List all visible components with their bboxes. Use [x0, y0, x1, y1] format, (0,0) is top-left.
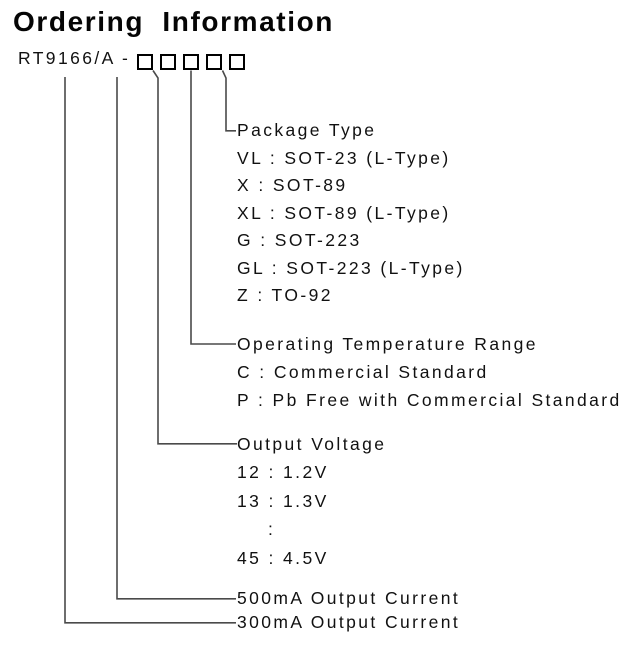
- voltage-heading: Output Voltage: [237, 433, 387, 454]
- connector-line-package-type: [221, 70, 236, 132]
- part-digit-box-5: [229, 54, 245, 70]
- part-number-prefix: RT9166/A -: [18, 48, 131, 68]
- page-title: Ordering Information: [13, 6, 334, 37]
- current-300ma-label: 300mA Output Current: [237, 612, 461, 632]
- connector-line-300ma: [64, 77, 236, 624]
- voltage-option: 45 : 4.5V: [237, 547, 329, 568]
- part-digit-box-4: [206, 54, 222, 70]
- package-option: Z : TO-92: [237, 285, 333, 305]
- output-voltage-callout: Output Voltage 12 : 1.2V 13 : 1.3V : 45 …: [237, 430, 386, 573]
- temperature-option: P : Pb Free with Commercial Standard: [237, 390, 622, 410]
- package-type-heading: Package Type: [237, 120, 377, 140]
- package-option: G : SOT-223: [237, 230, 362, 250]
- package-type-callout: Package Type VL : SOT-23 (L-Type) X : SO…: [237, 117, 465, 310]
- voltage-option: 12 : 1.2V: [237, 462, 329, 483]
- voltage-ellipsis-colon: :: [268, 519, 276, 540]
- temperature-range-callout: Operating Temperature Range C : Commerci…: [237, 330, 622, 414]
- package-option: X : SOT-89: [237, 175, 348, 195]
- package-option: VL : SOT-23 (L-Type): [237, 147, 451, 168]
- part-digit-box-3: [183, 54, 199, 70]
- part-digit-box-2: [160, 54, 176, 70]
- connector-line-500ma: [116, 77, 236, 600]
- part-digit-box-1: [137, 54, 153, 70]
- connector-line-output-voltage: [152, 70, 237, 445]
- package-option: GL : SOT-223 (L-Type): [237, 257, 465, 278]
- current-500ma-label: 500mA Output Current: [237, 588, 461, 608]
- temperature-heading: Operating Temperature Range: [237, 334, 538, 354]
- connector-line-temperature: [190, 70, 236, 345]
- temperature-option: C : Commercial Standard: [237, 362, 489, 382]
- voltage-option: 13 : 1.3V: [237, 490, 329, 511]
- package-option: XL : SOT-89 (L-Type): [237, 202, 451, 223]
